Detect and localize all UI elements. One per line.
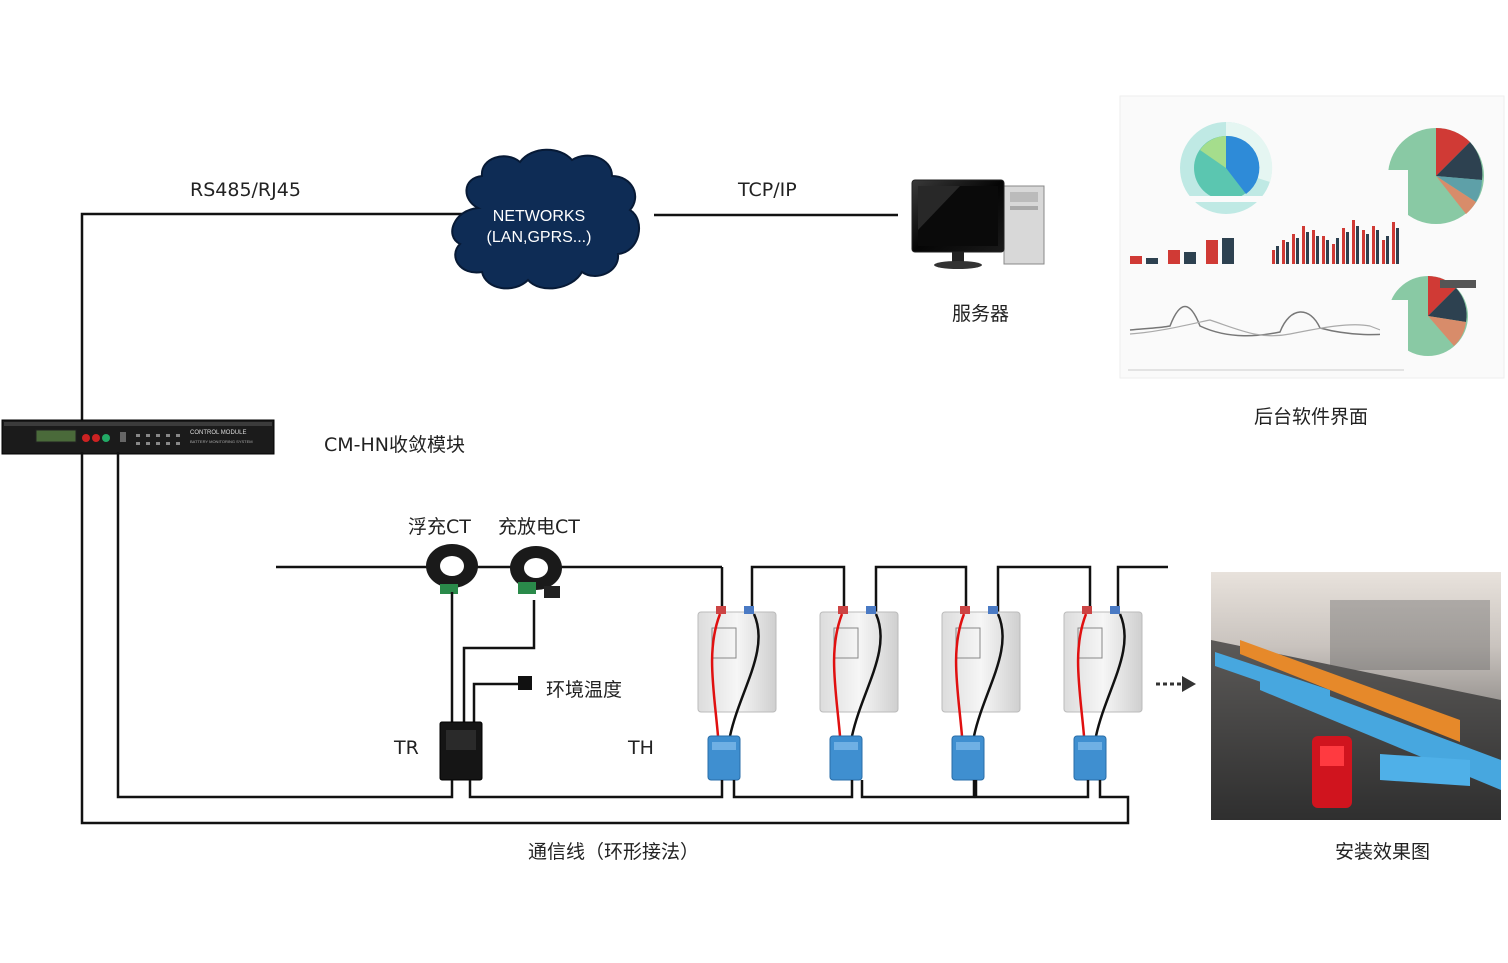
software-label: 后台软件界面 xyxy=(1254,406,1369,428)
rs485-label: RS485/RJ45 xyxy=(190,179,301,201)
env-temp-label: 环境温度 xyxy=(546,679,623,701)
charge-ct-label: 充放电CT xyxy=(498,516,580,538)
th-sensor-1 xyxy=(707,735,741,781)
installation-photo xyxy=(1211,572,1501,820)
env-temp-probe xyxy=(518,676,532,690)
rack-brand-line2: BATTERY MONITORING SYSTEM xyxy=(190,439,253,444)
software-ui-thumbnail xyxy=(1119,95,1505,379)
server-computer xyxy=(911,179,1045,269)
continuation-arrow xyxy=(1156,676,1196,692)
battery-3 xyxy=(941,606,1021,713)
sensor-wires xyxy=(450,592,536,722)
float-ct-sensor xyxy=(426,544,478,594)
battery-4 xyxy=(1063,606,1143,713)
cloud-line2: (LAN,GPRS...) xyxy=(486,229,592,246)
th-sensor-4 xyxy=(1073,735,1107,781)
install-photo-label: 安装效果图 xyxy=(1335,841,1431,863)
cm-hn-rack-module xyxy=(1,419,275,455)
battery-2 xyxy=(819,606,899,713)
th-sensor-2 xyxy=(829,735,863,781)
tr-label: TR xyxy=(394,737,419,759)
tr-module xyxy=(439,721,483,781)
battery-leads xyxy=(710,613,1126,737)
battery-1 xyxy=(697,606,777,713)
communication-ring xyxy=(80,452,1130,825)
tcpip-label: TCP/IP xyxy=(738,179,797,201)
charge-ct-sensor xyxy=(510,546,562,598)
float-ct-label: 浮充CT xyxy=(408,516,471,538)
rack-brand-line1: CONTROL MODULE xyxy=(190,430,247,436)
module-label: CM-HN收敛模块 xyxy=(324,434,466,456)
rs485-link xyxy=(80,212,462,423)
th-label: TH xyxy=(628,737,654,759)
server-label: 服务器 xyxy=(952,303,1010,325)
th-sensor-3 xyxy=(951,735,985,781)
network-cloud xyxy=(451,148,640,290)
cloud-line1: NETWORKS xyxy=(492,208,586,225)
comm-line-label: 通信线（环形接法） xyxy=(528,841,700,863)
